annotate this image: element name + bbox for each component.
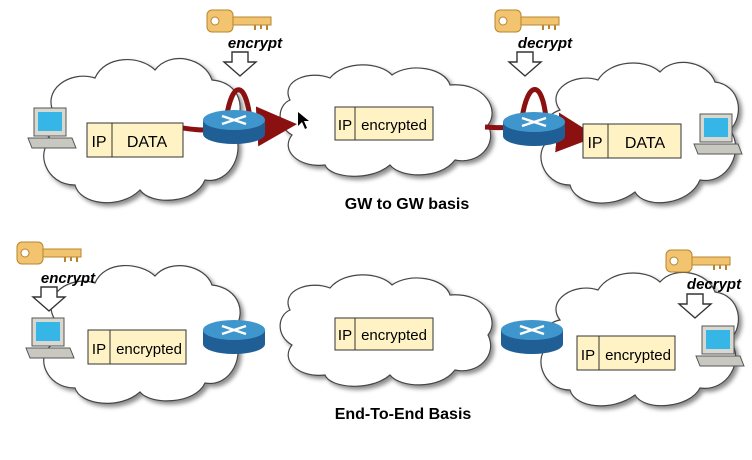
down-arrow-icon [507, 51, 543, 77]
packet-right: IP DATA [582, 123, 682, 159]
bottom-section: IP encrypted IP encrypted IP encrypted [16, 241, 745, 423]
caption-end-to-end: End-To-End Basis [335, 406, 472, 423]
down-arrow-icon [677, 293, 713, 319]
key-icon [665, 249, 731, 273]
packet-payload: DATA [625, 135, 666, 152]
caption-gw: GW to GW basis [345, 196, 470, 213]
packet-payload: encrypted [361, 117, 427, 134]
computer-icon [25, 317, 75, 359]
down-arrow-icon [222, 51, 258, 77]
router-icon [203, 110, 265, 144]
packet-payload: encrypted [361, 327, 427, 344]
computer-icon [27, 107, 77, 149]
packet-payload: DATA [127, 134, 168, 151]
packet-payload: encrypted [116, 341, 182, 358]
encrypt-label: encrypt [228, 35, 283, 52]
decrypt-label: decrypt [518, 35, 573, 52]
packet-middle: IP encrypted [334, 317, 434, 351]
computer-icon [693, 113, 743, 155]
packet-header: IP [587, 135, 602, 152]
packet-header: IP [338, 117, 352, 134]
router-icon [501, 320, 563, 354]
packet-payload: encrypted [605, 347, 671, 364]
packet-left: IP encrypted [87, 329, 187, 365]
encrypt-label: encrypt [41, 270, 96, 287]
packet-header: IP [91, 134, 106, 151]
key-icon [206, 9, 272, 33]
packet-left: IP DATA [86, 122, 184, 158]
router-icon [503, 112, 565, 146]
packet-header: IP [581, 347, 595, 364]
packet-header: IP [338, 327, 352, 344]
decrypt-label: decrypt [687, 276, 742, 293]
packet-right: IP encrypted [576, 335, 676, 371]
computer-icon [695, 325, 745, 367]
key-icon [494, 9, 560, 33]
top-section: IP DATA IP encrypted IP DATA [27, 9, 743, 213]
packet-middle: IP encrypted [334, 106, 434, 141]
down-arrow-icon [31, 286, 67, 312]
packet-header: IP [92, 341, 106, 358]
router-icon [203, 320, 265, 354]
key-icon [16, 241, 82, 265]
mouse-pointer-icon [298, 112, 309, 129]
